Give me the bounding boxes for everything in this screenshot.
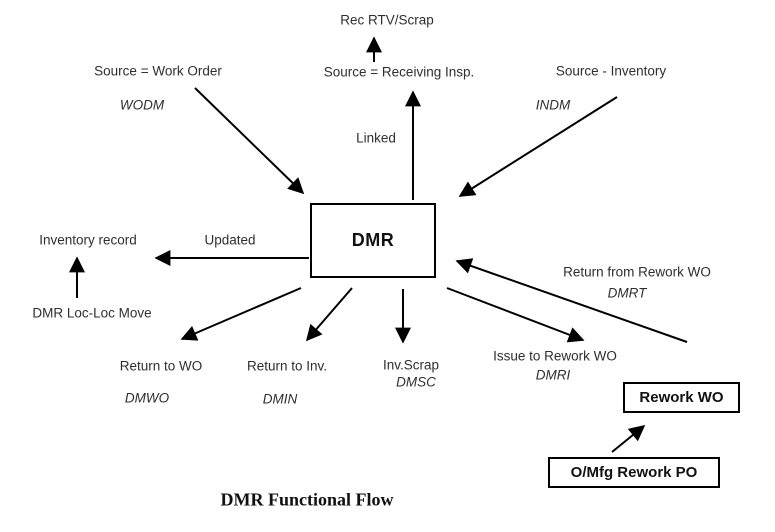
label-source-inventory: Source - Inventory: [555, 63, 667, 79]
arrow-inventory-to-dmr: [458, 96, 618, 197]
diagram-title: DMR Functional Flow: [220, 489, 394, 510]
label-dmin-code: DMIN: [262, 391, 298, 407]
dmr-box: DMR: [310, 203, 436, 278]
rework-wo-box: Rework WO: [623, 382, 740, 413]
label-dmwo-code: DMWO: [124, 390, 170, 406]
label-issue-to-rework-wo: Issue to Rework WO: [493, 348, 617, 364]
label-dmsc-code: DMSC: [396, 374, 436, 390]
label-return-from-rework-wo: Return from Rework WO: [563, 264, 711, 280]
arrow-dmr-to-return-to-inv: [305, 287, 353, 342]
arrow-work-order-to-dmr: [194, 87, 305, 195]
label-updated: Updated: [204, 232, 256, 248]
label-return-to-inv: Return to Inv.: [246, 358, 328, 374]
label-source-receiving-insp: Source = Receiving Insp.: [323, 64, 475, 80]
label-wodm-code: WODM: [119, 97, 165, 113]
omfg-rework-po-box: O/Mfg Rework PO: [548, 457, 720, 488]
label-dmrt-code: DMRT: [607, 285, 647, 301]
label-source-work-order: Source = Work Order: [94, 63, 222, 79]
label-inventory-record: Inventory record: [39, 232, 137, 248]
label-dmri-code: DMRI: [535, 367, 571, 383]
label-rec-rtv-scrap: Rec RTV/Scrap: [340, 12, 434, 28]
arrow-dmr-to-return-to-wo: [180, 287, 302, 341]
label-inv-scrap: Inv.Scrap: [382, 357, 440, 373]
arrow-omfg-po-to-rework-wo: [611, 424, 646, 453]
arrow-rework-wo-to-dmr: [455, 258, 688, 343]
label-return-to-wo: Return to WO: [119, 358, 203, 374]
arrow-dmr-to-issue-rework-wo: [446, 287, 585, 343]
label-indm-code: INDM: [535, 97, 571, 113]
label-dmr-loc-loc-move: DMR Loc-Loc Move: [32, 305, 152, 321]
label-linked: Linked: [356, 130, 396, 146]
